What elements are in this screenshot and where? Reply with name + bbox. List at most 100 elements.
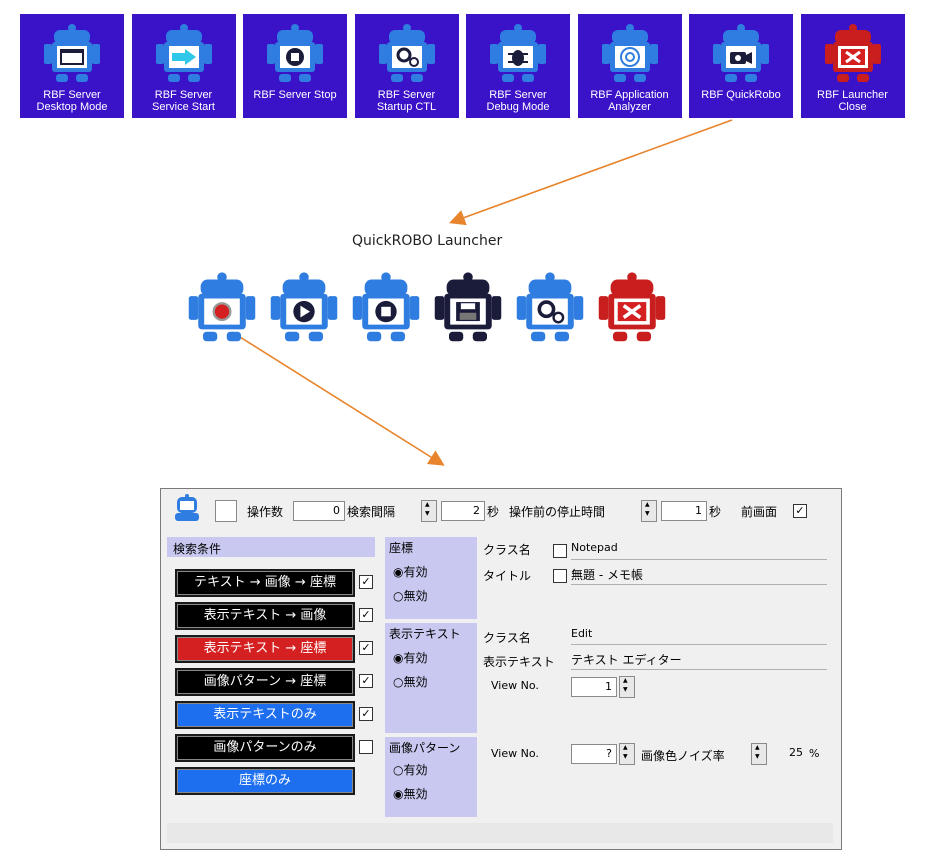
pause-label: 操作前の停止時間 (509, 505, 606, 519)
coords-disabled-radio[interactable]: ○無効 (393, 589, 428, 603)
display-text-viewno-field[interactable]: 1 (571, 677, 617, 697)
display-text-class-underline (571, 644, 827, 645)
coords-title: 座標 (389, 541, 414, 555)
search-condition-checkbox-5[interactable] (359, 740, 373, 754)
search-condition-button-5[interactable]: 画像パターンのみ (175, 734, 355, 762)
robot-icon (488, 22, 548, 86)
robot-icon (42, 22, 102, 86)
arrow-quickrobo-to-launcher (448, 119, 733, 226)
display-text-disabled-radio[interactable]: ○無効 (393, 675, 428, 689)
coords-title-label: タイトル (483, 569, 532, 583)
bug-icon (508, 50, 528, 66)
coords-class-checkbox[interactable] (553, 544, 567, 558)
sec-unit-2: 秒 (709, 505, 722, 519)
launcher-tile-2[interactable]: RBF Server Stop (243, 14, 347, 118)
coords-section-header: 座標 ◉有効 ○無効 (385, 537, 477, 619)
search-interval-label: 検索間隔 (347, 505, 396, 519)
noise-spinner[interactable] (751, 743, 767, 765)
quickrobo-play-button[interactable] (266, 270, 342, 346)
search-condition-button-6[interactable]: 座標のみ (175, 767, 355, 795)
image-pattern-viewno-spinner[interactable] (619, 743, 635, 765)
image-pattern-enabled-radio[interactable]: ○有効 (393, 763, 428, 777)
quickrobo-record-button[interactable] (184, 270, 260, 346)
robot-icon (711, 22, 771, 86)
search-condition-button-3[interactable]: 画像パターン → 座標 (175, 668, 355, 696)
display-text-text-label: 表示テキスト (483, 655, 555, 669)
coords-title-underline (571, 584, 827, 585)
op-color-box[interactable] (215, 500, 237, 522)
coords-class-label: クラス名 (483, 543, 531, 557)
foreground-checkbox[interactable]: ✓ (793, 504, 807, 518)
record-icon (212, 302, 232, 322)
display-text-title: 表示テキスト (389, 627, 461, 641)
robot-icon (600, 22, 660, 86)
image-pattern-title: 画像パターン (389, 741, 461, 755)
target-icon (619, 47, 640, 67)
coords-class-value[interactable]: Notepad (571, 541, 618, 554)
desktop-icon (60, 49, 84, 65)
display-text-enabled-radio[interactable]: ◉有効 (393, 651, 428, 665)
close-icon (840, 49, 865, 65)
display-text-text-value[interactable]: テキスト エディター (571, 653, 682, 667)
search-condition-checkbox-4[interactable]: ✓ (359, 707, 373, 721)
quickrobo-gear-button[interactable] (512, 270, 588, 346)
gear-icon (396, 47, 419, 67)
quickrobo-save-button[interactable] (430, 270, 506, 346)
coords-class-underline (571, 559, 827, 560)
search-condition-button-0[interactable]: テキスト → 画像 → 座標 (175, 569, 355, 597)
image-pattern-viewno-label: View No. (491, 747, 539, 760)
quickrobo-stop-button[interactable] (348, 270, 424, 346)
display-text-class-label: クラス名 (483, 631, 531, 645)
arrow-right-icon (171, 49, 196, 65)
search-condition-button-1[interactable]: 表示テキスト → 画像 (175, 602, 355, 630)
noise-unit: % (809, 747, 820, 760)
robot-icon (823, 22, 883, 86)
display-text-class-value[interactable]: Edit (571, 627, 593, 640)
display-text-viewno-label: View No. (491, 679, 539, 692)
image-pattern-viewno-field[interactable]: ? (571, 744, 617, 764)
coords-title-value[interactable]: 無題 - メモ帳 (571, 568, 643, 582)
search-conditions-header: 検索条件 (167, 537, 375, 557)
search-condition-checkbox-0[interactable]: ✓ (359, 575, 373, 589)
sec-unit-1: 秒 (487, 505, 500, 519)
display-text-section-header: 表示テキスト ◉有効 ○無効 (385, 623, 477, 733)
search-condition-button-2[interactable]: 表示テキスト → 座標 (175, 635, 355, 663)
robot-logo-icon (175, 494, 199, 521)
launcher-tile-6[interactable]: RBF QuickRobo (689, 14, 793, 118)
stop-icon (286, 48, 304, 66)
image-pattern-disabled-radio[interactable]: ◉無効 (393, 787, 428, 801)
coords-title-checkbox[interactable] (553, 569, 567, 583)
display-text-viewno-spinner[interactable] (619, 676, 635, 698)
op-count-field[interactable]: 0 (293, 501, 345, 521)
display-text-text-underline (571, 669, 827, 670)
search-interval-field[interactable]: 2 (441, 501, 485, 521)
search-condition-checkbox-1[interactable]: ✓ (359, 608, 373, 622)
pause-field[interactable]: 1 (661, 501, 707, 521)
gear-icon (537, 300, 565, 324)
play-icon (293, 300, 315, 323)
launcher-tile-label: RBF Server Stop (253, 89, 337, 101)
coords-enabled-radio[interactable]: ◉有効 (393, 565, 428, 579)
search-interval-spinner[interactable] (421, 500, 437, 522)
robot-icon (377, 22, 437, 86)
search-condition-checkbox-3[interactable]: ✓ (359, 674, 373, 688)
search-condition-checkbox-2[interactable]: ✓ (359, 641, 373, 655)
search-condition-button-4[interactable]: 表示テキストのみ (175, 701, 355, 729)
search-conditions-title: 検索条件 (173, 542, 222, 556)
status-bar (167, 823, 833, 843)
pause-spinner[interactable] (641, 500, 657, 522)
noise-value[interactable]: 25 (789, 746, 803, 759)
robot-icon (265, 22, 325, 86)
quickrobo-close-button[interactable] (594, 270, 670, 346)
